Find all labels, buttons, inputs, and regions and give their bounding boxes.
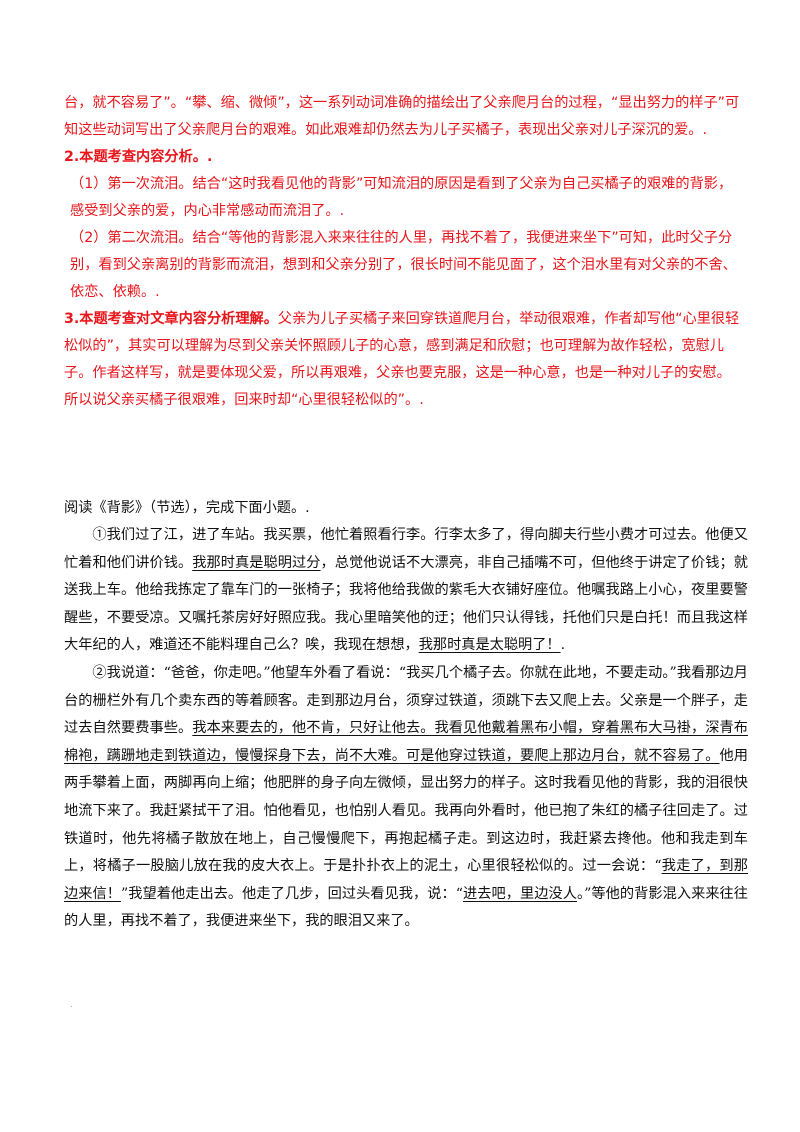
paragraph-2-text-d: 。”等他的背影混入来来往往的人里，再找不着了，我便进来坐下，我的眼泪又来了。 [64, 885, 748, 930]
paragraph-1-text-b: ，总觉他说话不大漂亮，非自己插嘴不可，但他终于讲定了价钱；就送我上车。他给我拣定… [64, 554, 748, 654]
question-3-body: 父亲为儿子买橘子来回穿铁道爬月台，举动很艰难，作者却写他“心里很轻松似的”，其实… [64, 311, 740, 408]
question-2-answer-a: （1）第一次流泪。结合“这时我看见他的背影”可知流泪的原因是看到了父亲为自己买橘… [70, 176, 733, 219]
underlined-sentence-4: 我走了，到那边来信！ [64, 858, 748, 902]
paragraph-2-text-b: 他用两手攀着上面，两脚再向上缩；他肥胖的身子向左微倾，显出努力的样子。这时我看见… [64, 747, 748, 875]
passage-paragraph-1: ①我们过了江，进了车站。我买票，他忙着照看行李。行李太多了，得向脚夫行些小费才可… [64, 522, 748, 660]
question-3-heading: 3.本题考查对文章内容分析理解。 [64, 311, 278, 327]
paragraph-2-text-c: ”我望着他走出去。他走了几步，回过头看见我，说：“ [120, 885, 463, 902]
answer-paragraph-1: 台，就不容易了”。“攀、缩、微倾”，这一系列动词准确的描绘出了父亲爬月台的过程，… [64, 95, 740, 138]
question-2-heading: 2.本题考查内容分析。. [64, 149, 213, 165]
reading-intro: 阅读《背影》（节选），完成下面小题。. [64, 500, 310, 516]
answer-section: 台，就不容易了”。“攀、缩、微倾”，这一系列动词准确的描绘出了父亲爬月台的过程，… [64, 90, 744, 414]
paragraph-2-text-a: ②我说道：“爸爸，你走吧。”他望车外看了看说：“我买几个橘子去。你就在此地，不要… [64, 664, 748, 737]
paragraph-1-text-c: . [560, 637, 566, 654]
footer-mark: . [70, 1000, 73, 1009]
underlined-sentence-2: 我那时真是太聪明了！ [418, 637, 561, 654]
passage-paragraph-2: ②我说道：“爸爸，你走吧。”他望车外看了看说：“我买几个橘子去。你就在此地，不要… [64, 660, 748, 936]
question-3-answer: 3.本题考查对文章内容分析理解。父亲为儿子买橘子来回穿铁道爬月台，举动很艰难，作… [64, 306, 744, 414]
question-2-answer-b: （2）第二次流泪。结合“等他的背影混入来来往往的人里，再找不着了，我便进来坐下”… [70, 230, 737, 300]
underlined-sentence-1: 我那时真是聪明过分 [192, 554, 321, 571]
passage-excerpt: ①我们过了江，进了车站。我买票，他忙着照看行李。行李太多了，得向脚夫行些小费才可… [64, 522, 748, 936]
paragraph-1-text-a: ①我们过了江，进了车站。我买票，他忙着照看行李。行李太多了，得向脚夫行些小费才可… [64, 527, 748, 571]
underlined-sentence-5: 进去吧，里边没人 [463, 885, 577, 902]
underlined-passage-3: 我本来要去的，他不肯，只好让他去。我看见他戴着黑布小帽，穿着黑布大马褂，深青布棉… [64, 720, 748, 764]
